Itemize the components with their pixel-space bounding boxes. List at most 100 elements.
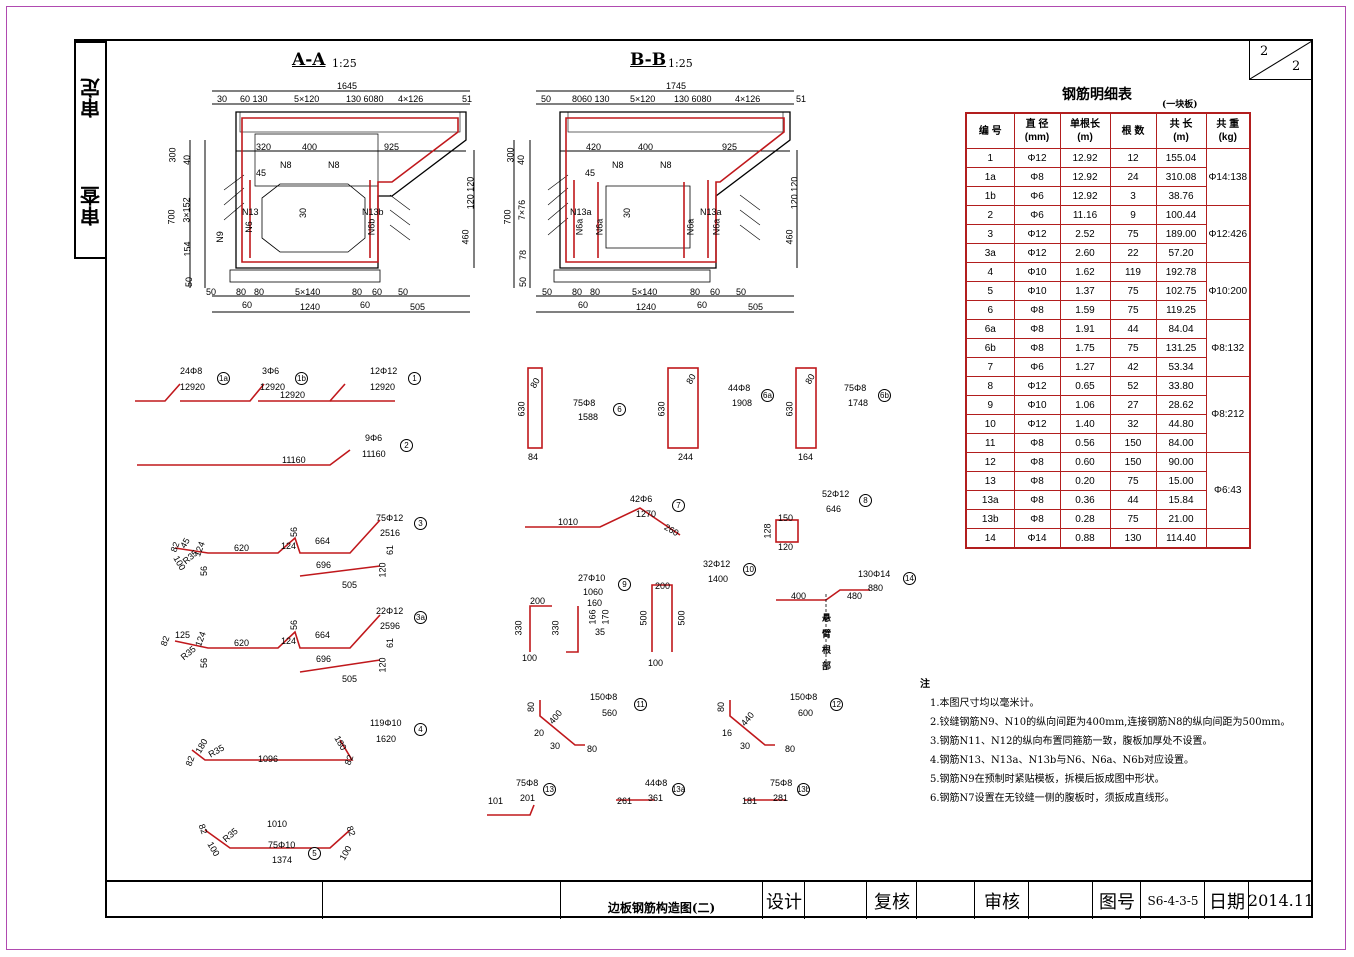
table-cell: 6b — [965, 338, 1015, 358]
bar-count: 3Φ6 — [262, 366, 280, 376]
bb-dim: 505 — [748, 302, 764, 312]
table-cell: Φ12 — [1013, 224, 1061, 244]
table-cell: 119.25 — [1155, 300, 1207, 320]
table-cell: 6a — [965, 319, 1015, 339]
bb-dim: 50 — [736, 287, 747, 297]
bar-marker: 13 — [543, 783, 556, 796]
table-cell: Φ8 — [1013, 319, 1061, 339]
bb-dim: 130 6080 — [674, 94, 712, 104]
bar-dim: 696 — [316, 560, 332, 570]
bar-dim: 150 — [778, 513, 794, 523]
bb-dim: 30 — [622, 207, 633, 219]
bb-dim-total: 1745 — [666, 81, 687, 91]
table-cell: 3 — [1109, 186, 1157, 206]
table-weight-cell: Φ14:138 — [1205, 148, 1251, 206]
table-cell: 15.00 — [1155, 471, 1207, 491]
table-header-cell: 直 径(mm) — [1013, 112, 1061, 149]
table-cell: 21.00 — [1155, 509, 1207, 529]
table-cell: 13b — [965, 509, 1015, 529]
table-cell: Φ6 — [1013, 357, 1061, 377]
drawing-frame — [105, 39, 1313, 918]
bar-length: 646 — [826, 504, 842, 514]
bar-count: 150Φ8 — [790, 692, 818, 702]
review-label: 复核 — [866, 882, 917, 919]
aa-dim: 130 6080 — [346, 94, 384, 104]
table-cell: 84.04 — [1155, 319, 1207, 339]
table-cell: 102.75 — [1155, 281, 1207, 301]
table-cell: 1b — [965, 186, 1015, 206]
outer-border — [6, 6, 1346, 950]
table-cell: 5 — [965, 281, 1015, 301]
table-weight-cell: Φ10:200 — [1205, 262, 1251, 320]
bar-dim: 80 — [587, 744, 598, 754]
table-cell: 9 — [1109, 205, 1157, 225]
sheet-total: 2 — [1292, 59, 1301, 74]
bar-dim: 1010 — [267, 819, 288, 829]
bar-length: 1748 — [848, 398, 869, 408]
bar-note: 悬臂根部 — [822, 613, 832, 671]
bar-dim: 505 — [342, 674, 358, 684]
bb-dim: 5×120 — [630, 94, 656, 104]
audit-sign — [1028, 882, 1093, 919]
aa-dim: 50 — [206, 287, 217, 297]
bb-dim: 40 — [516, 154, 527, 166]
table-header-cell: 根 数 — [1109, 112, 1157, 149]
bar-count: 44Φ8 — [728, 383, 751, 393]
bb-scale: 1:25 — [668, 57, 693, 70]
table-cell: Φ12 — [1013, 414, 1061, 434]
bar-count: 27Φ10 — [578, 573, 606, 583]
bar-dim: 630 — [656, 401, 667, 417]
table-cell: Φ8 — [1013, 490, 1061, 510]
bb-dim: 8060 130 — [572, 94, 610, 104]
table-cell: Φ10 — [1013, 281, 1061, 301]
bar-dim: 100 — [648, 658, 664, 668]
bar-dim: 35 — [595, 627, 606, 637]
bar-count: 119Φ10 — [370, 718, 402, 728]
bar-count: 130Φ14 — [858, 569, 891, 579]
bar-marker: 4 — [414, 723, 427, 736]
table-cell: Φ8 — [1013, 300, 1061, 320]
table-cell: 1 — [965, 148, 1015, 168]
aa-dim: 154 — [182, 241, 193, 257]
table-title: 钢筋明细表 — [1062, 87, 1132, 103]
bar-count: 75Φ12 — [376, 513, 404, 523]
bar-count: 44Φ8 — [645, 778, 668, 788]
table-cell: 24 — [1109, 167, 1157, 187]
bb-dim: 60 — [710, 287, 721, 297]
bar-count: 150Φ8 — [590, 692, 618, 702]
bar-marker: 1a — [217, 372, 230, 385]
label-n6b: N6b — [366, 218, 377, 236]
bb-dim: 80 — [590, 287, 601, 297]
table-weight-cell — [1205, 528, 1251, 549]
table-cell: 52 — [1109, 376, 1157, 396]
bar-marker: 10 — [743, 563, 756, 576]
table-weight-cell: Φ8:212 — [1205, 376, 1251, 453]
bb-dim: 80 — [690, 287, 701, 297]
table-cell: 90.00 — [1155, 452, 1207, 472]
sheet-number-box: 2 2 — [1249, 41, 1312, 80]
bar-dim: 170 — [600, 609, 611, 625]
bar-marker: 11 — [634, 698, 647, 711]
table-cell: 2.52 — [1059, 224, 1111, 244]
table-cell: 44.80 — [1155, 414, 1207, 434]
bar-dim: 1010 — [558, 517, 579, 527]
bar-length: 12920 — [280, 390, 306, 400]
bar-length: 880 — [868, 583, 884, 593]
date-label: 日期 — [1204, 882, 1249, 919]
table-cell: 15.84 — [1155, 490, 1207, 510]
table-cell: 0.88 — [1059, 528, 1111, 549]
table-weight-cell: Φ6:43 — [1205, 452, 1251, 529]
table-cell: 3 — [965, 224, 1015, 244]
table-cell: 33.80 — [1155, 376, 1207, 396]
table-cell: 75 — [1109, 224, 1157, 244]
table-cell: 12.92 — [1059, 148, 1111, 168]
bb-dim: 50 — [542, 287, 553, 297]
label-n8: N8 — [660, 160, 672, 170]
